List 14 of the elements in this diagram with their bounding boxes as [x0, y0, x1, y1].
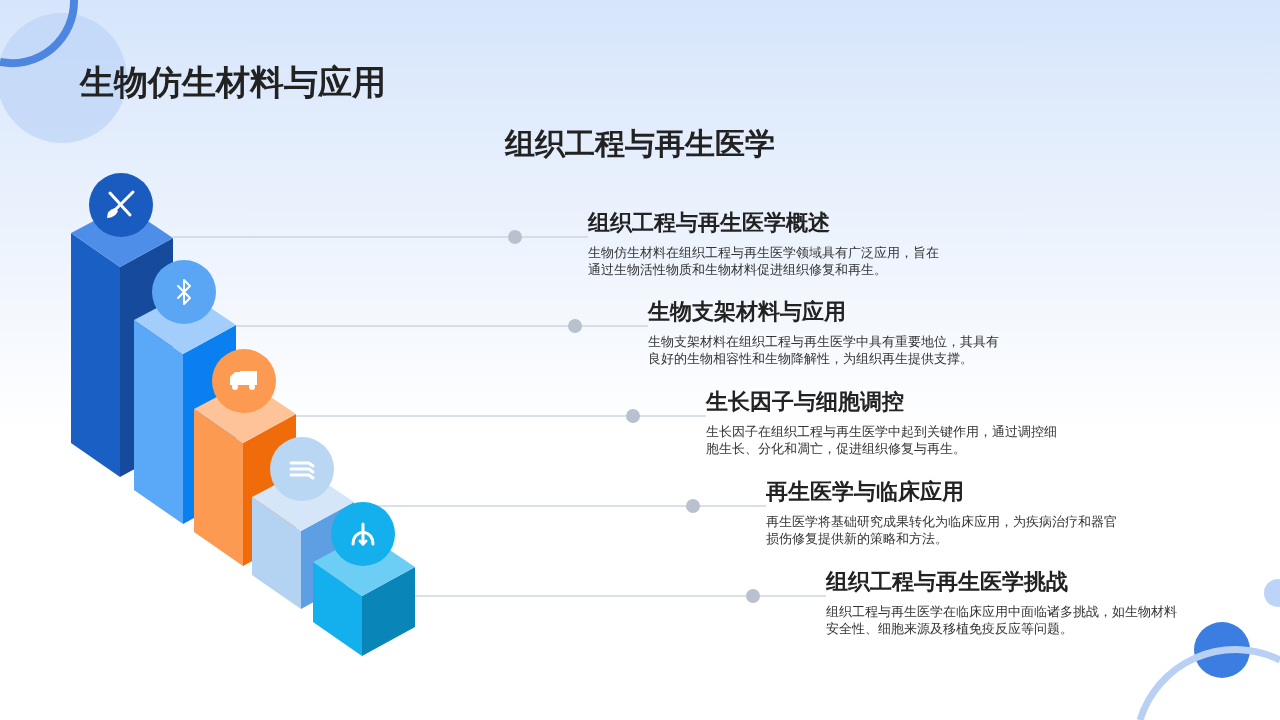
item-description: 生长因子在组织工程与再生医学中起到关键作用，通过调控细胞生长、分化和凋亡，促进组织修复与再生。 [706, 423, 1058, 457]
subtitle: 组织工程与再生医学 [503, 125, 776, 163]
item-heading: 再生医学与临床应用 [766, 478, 965, 506]
leader-line [414, 595, 827, 597]
item-heading: 生物支架材料与应用 [648, 298, 847, 326]
item-heading: 组织工程与再生医学概述 [588, 209, 831, 237]
item-description: 组织工程与再生医学在临床应用中面临诸多挑战，如生物材料安全性、细胞来源及移植免疫反应等问题。 [826, 603, 1178, 637]
item-description: 生物支架材料在组织工程与再生医学中具有重要地位，其具有良好的生物相容性和生物降解性，为组织再生提供支撑。 [648, 333, 1000, 367]
slide-title: 生物仿生材料与应用 [80, 61, 386, 104]
item-description: 再生医学将基础研究成果转化为临床应用，为疾病治疗和器官损伤修复提供新的策略和方法。 [766, 513, 1118, 547]
leader-line [295, 415, 707, 417]
item-heading: 生长因子与细胞调控 [706, 388, 905, 416]
item-description: 生物仿生材料在组织工程与再生医学领域具有广泛应用，旨在通过生物活性物质和生物材料促进组织修复和再生。 [588, 244, 940, 278]
item-heading: 组织工程与再生医学挑战 [826, 568, 1069, 596]
